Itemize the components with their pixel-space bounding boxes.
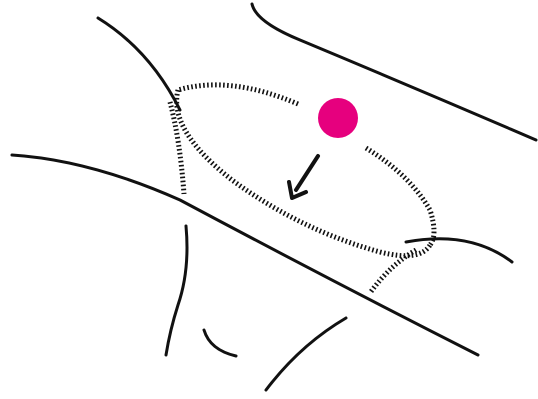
right-small-contour-line bbox=[404, 237, 514, 264]
pink-dot-marker-icon bbox=[318, 98, 358, 138]
main-horizontal-contour-line bbox=[10, 153, 480, 357]
upper-right-contour-line bbox=[250, 2, 538, 142]
dotted-lower-right-line bbox=[367, 247, 418, 295]
left-diagonal-contour-line bbox=[96, 16, 182, 112]
lower-vertical-contour-line bbox=[164, 224, 189, 357]
dotted-left-vertical-line bbox=[167, 101, 187, 195]
dotted-region-top-edge bbox=[177, 82, 299, 107]
dotted-region-right-edge bbox=[364, 145, 437, 247]
lower-short-curve-line bbox=[202, 328, 238, 358]
lower-right-curve-line bbox=[264, 316, 348, 392]
dotted-region-left-outline bbox=[174, 89, 433, 259]
down-left-arrow-icon bbox=[287, 154, 320, 200]
